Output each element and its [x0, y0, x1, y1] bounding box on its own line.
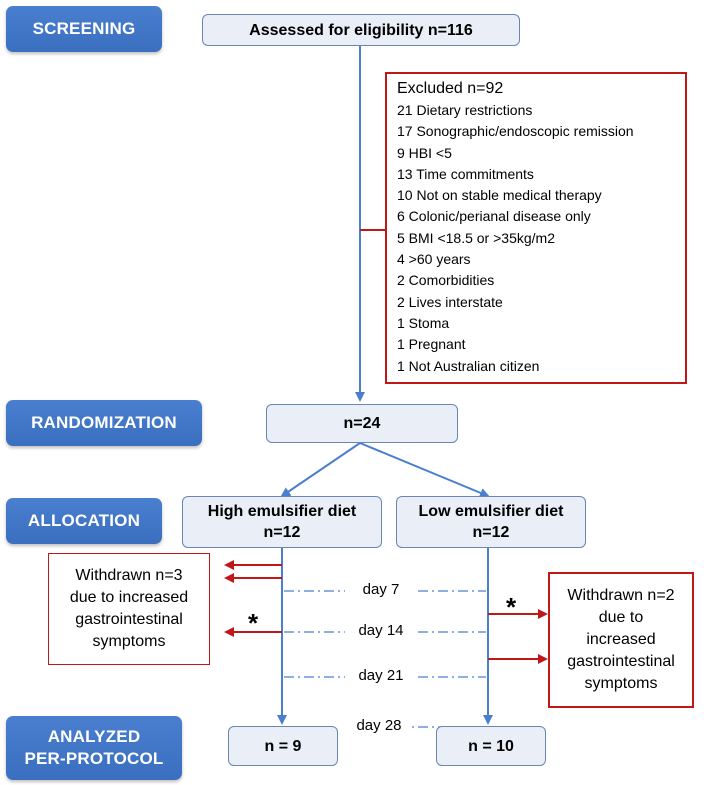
excluded-reason: 21 Dietary restrictions [397, 102, 533, 118]
high-arm-box: High emulsifier diet n=12 [182, 496, 382, 548]
stage-analyzed-line2: PER-PROTOCOL [24, 749, 164, 768]
high-arm-label: High emulsifier diet [207, 503, 357, 520]
star-low: * [506, 592, 517, 622]
withdrawn-high-line: gastrointestinal [75, 611, 183, 628]
day-label: day 7 [350, 581, 412, 598]
high-analyzed-box: n = 9 [228, 726, 338, 766]
excluded-reason: 1 Stoma [397, 314, 450, 331]
withdrawn-high-box: Withdrawn n=3 due to increased gastroint… [48, 553, 210, 665]
withdrawn-high-line: Withdrawn n=3 [75, 567, 183, 584]
excluded-reason: 2 Lives interstate [397, 293, 503, 310]
excluded-reason: 6 Colonic/perianal disease only [397, 208, 591, 225]
excluded-reason: 2 Comorbidities [397, 272, 495, 289]
assessed-box: Assessed for eligibility n=116 [202, 14, 520, 46]
low-arm-label: Low emulsifier diet [418, 503, 564, 520]
day-label: day 28 [346, 717, 412, 734]
arrow-to-low-arm [359, 442, 490, 498]
excluded-reason: 4 >60 years [397, 251, 471, 268]
star-high: * [248, 608, 259, 638]
day-label: day 21 [350, 667, 412, 684]
excluded-reason: 1 Pregnant [397, 336, 466, 353]
excluded-reason: 17 Sonographic/endoscopic remission [397, 123, 634, 140]
randomized-box: n=24 [266, 404, 458, 443]
excluded-reason: 1 Not Australian citizen [397, 357, 540, 374]
withdrawn-low-line: symptoms [584, 675, 658, 692]
withdrawn-low-line: increased [586, 631, 656, 648]
day-label: day 14 [350, 622, 412, 639]
high-arm-n: n=12 [263, 524, 301, 541]
excluded-reason: 13 Time commitments [397, 165, 534, 182]
stage-analyzed-line1: ANALYZED [47, 727, 141, 746]
stage-screening: SCREENING [6, 6, 162, 52]
day-lines [284, 590, 486, 728]
withdrawn-low-line: Withdrawn n=2 [567, 587, 675, 604]
excluded-reason: 5 BMI <18.5 or >35kg/m2 [397, 229, 555, 246]
excluded-reason: 9 HBI <5 [397, 144, 452, 161]
stage-randomization: RANDOMIZATION [6, 400, 202, 446]
withdrawn-high-line: due to increased [69, 589, 189, 606]
low-arm-n: n=12 [472, 524, 510, 541]
withdrawn-low-line: due to [598, 609, 644, 626]
excluded-title: Excluded n=92 [397, 80, 504, 97]
excluded-box: Excluded n=92 21 Dietary restrictions 17… [385, 72, 687, 384]
excluded-reason: 10 Not on stable medical therapy [397, 187, 602, 204]
withdrawn-high-line: symptoms [92, 633, 166, 650]
withdrawn-low-line: gastrointestinal [567, 653, 675, 670]
stage-analyzed: ANALYZED PER-PROTOCOL [6, 716, 182, 780]
low-analyzed-box: n = 10 [436, 726, 546, 766]
low-arm-box: Low emulsifier diet n=12 [396, 496, 586, 548]
withdrawn-low-box: Withdrawn n=2 due to increased gastroint… [548, 572, 694, 708]
stage-allocation: ALLOCATION [6, 498, 162, 544]
arrow-to-high-arm [280, 442, 361, 498]
